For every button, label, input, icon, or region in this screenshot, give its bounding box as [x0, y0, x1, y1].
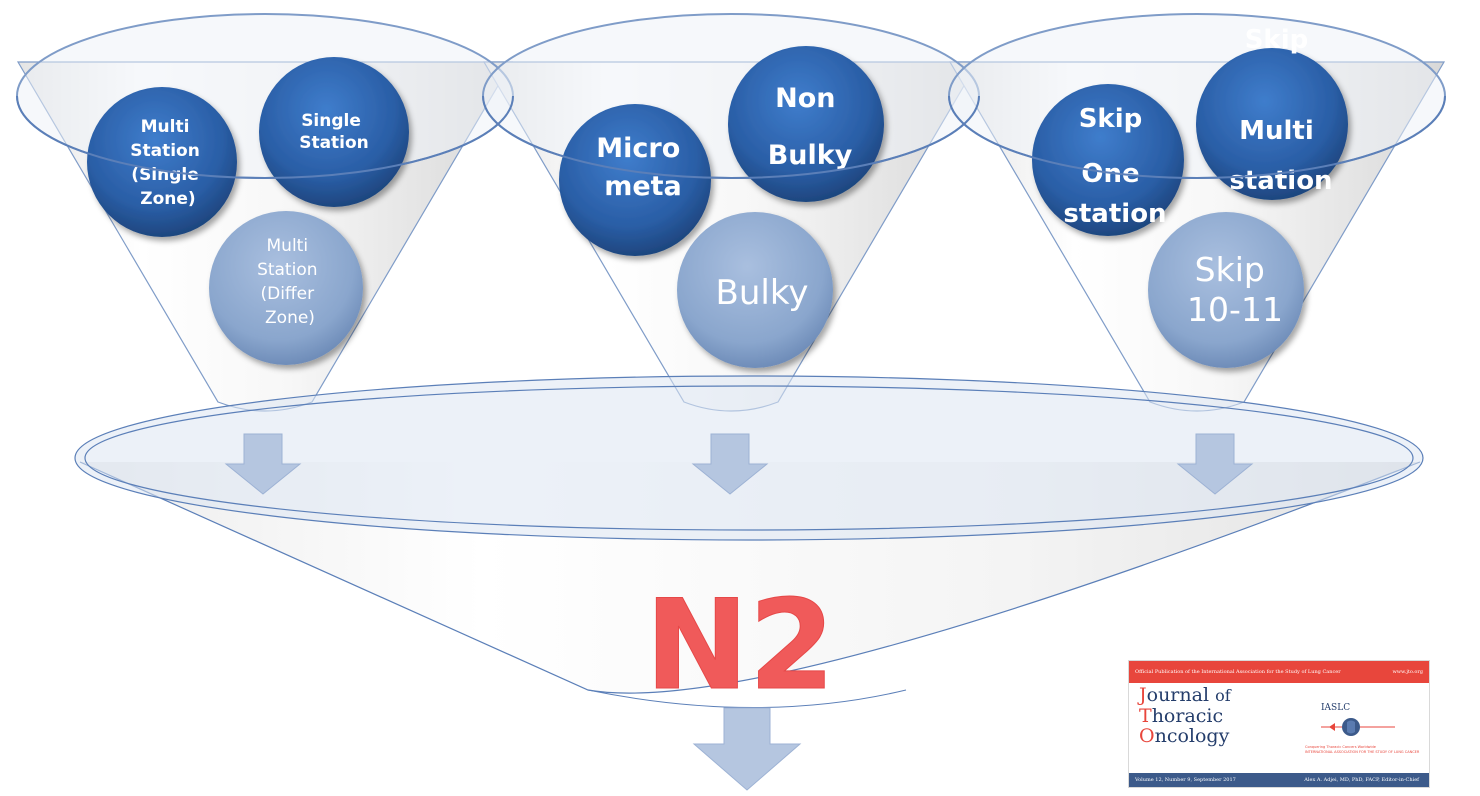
arrow-down-left [224, 433, 302, 495]
n2-label: N2 [645, 574, 835, 718]
circle-multi-station-differ-zone: Multi Station (Differ Zone) [209, 211, 363, 365]
svg-text:Multi Station (Sin: Multi Station (Single Zone) [130, 117, 206, 209]
journal-bottom-bar: Volume 12, Number 9, September 2017 Alex… [1129, 773, 1429, 787]
journal-cover-image: Official Publication of the Internationa… [1128, 660, 1430, 788]
arrow-down-bottom [692, 707, 802, 791]
journal-top-bar: Official Publication of the Internationa… [1129, 661, 1429, 683]
svg-text:Skip One station: Skip One station [1063, 104, 1166, 229]
svg-text:Multi Station (Dif: Multi Station (Differ Zone) [257, 236, 323, 328]
circle-non-bulky: Non Bulky [728, 46, 884, 202]
circle-skip-10-11: Skip 10-11 [1148, 212, 1304, 368]
journal-volume: Volume 12, Number 9, September 2017 [1135, 777, 1236, 783]
circle-bulky: Bulky [677, 212, 833, 368]
svg-text:Bulky: Bulky [716, 273, 809, 313]
circle-multi-station-single-zone: Multi Station (Single Zone) [87, 87, 237, 237]
journal-society: IASLC [1321, 703, 1351, 713]
arrow-down-right [1176, 433, 1254, 495]
journal-title: Journal of Thoracic Oncology [1139, 684, 1231, 747]
circle-skip-multi-station: Skip Multi station [1196, 25, 1348, 200]
journal-society-tagline: Conquering Thoracic Cancers Worldwide IN… [1305, 745, 1420, 754]
iaslc-logo-icon [1321, 718, 1395, 736]
journal-top-text: Official Publication of the Internationa… [1135, 669, 1341, 675]
circle-micro-meta: Micro meta [559, 104, 711, 256]
svg-text:Single Station: Single Station [299, 111, 369, 153]
funnel-right-rim-front [948, 95, 1446, 179]
funnel-right-rim [948, 13, 1446, 179]
journal-editor: Alex A. Adjei, MD, PhD, FACP, Editor-in-… [1304, 777, 1419, 783]
circle-skip-one-station: Skip One station [1032, 84, 1184, 236]
funnel-middle-rim [482, 13, 980, 179]
funnel-left-rim-front [16, 95, 514, 179]
svg-text:Skip 10-11: Skip 10-11 [1187, 250, 1283, 329]
n2-funnel-rim-inner [84, 385, 1414, 531]
journal-url: www.jto.org [1392, 669, 1423, 675]
svg-text:Non Bulky: Non Bulky [768, 83, 853, 171]
svg-text:Skip Multi station: Skip Multi station [1229, 25, 1332, 196]
circle-single-station: Single Station [259, 57, 409, 207]
arrow-down-middle [691, 433, 769, 495]
funnel-middle-rim-front [482, 95, 980, 179]
